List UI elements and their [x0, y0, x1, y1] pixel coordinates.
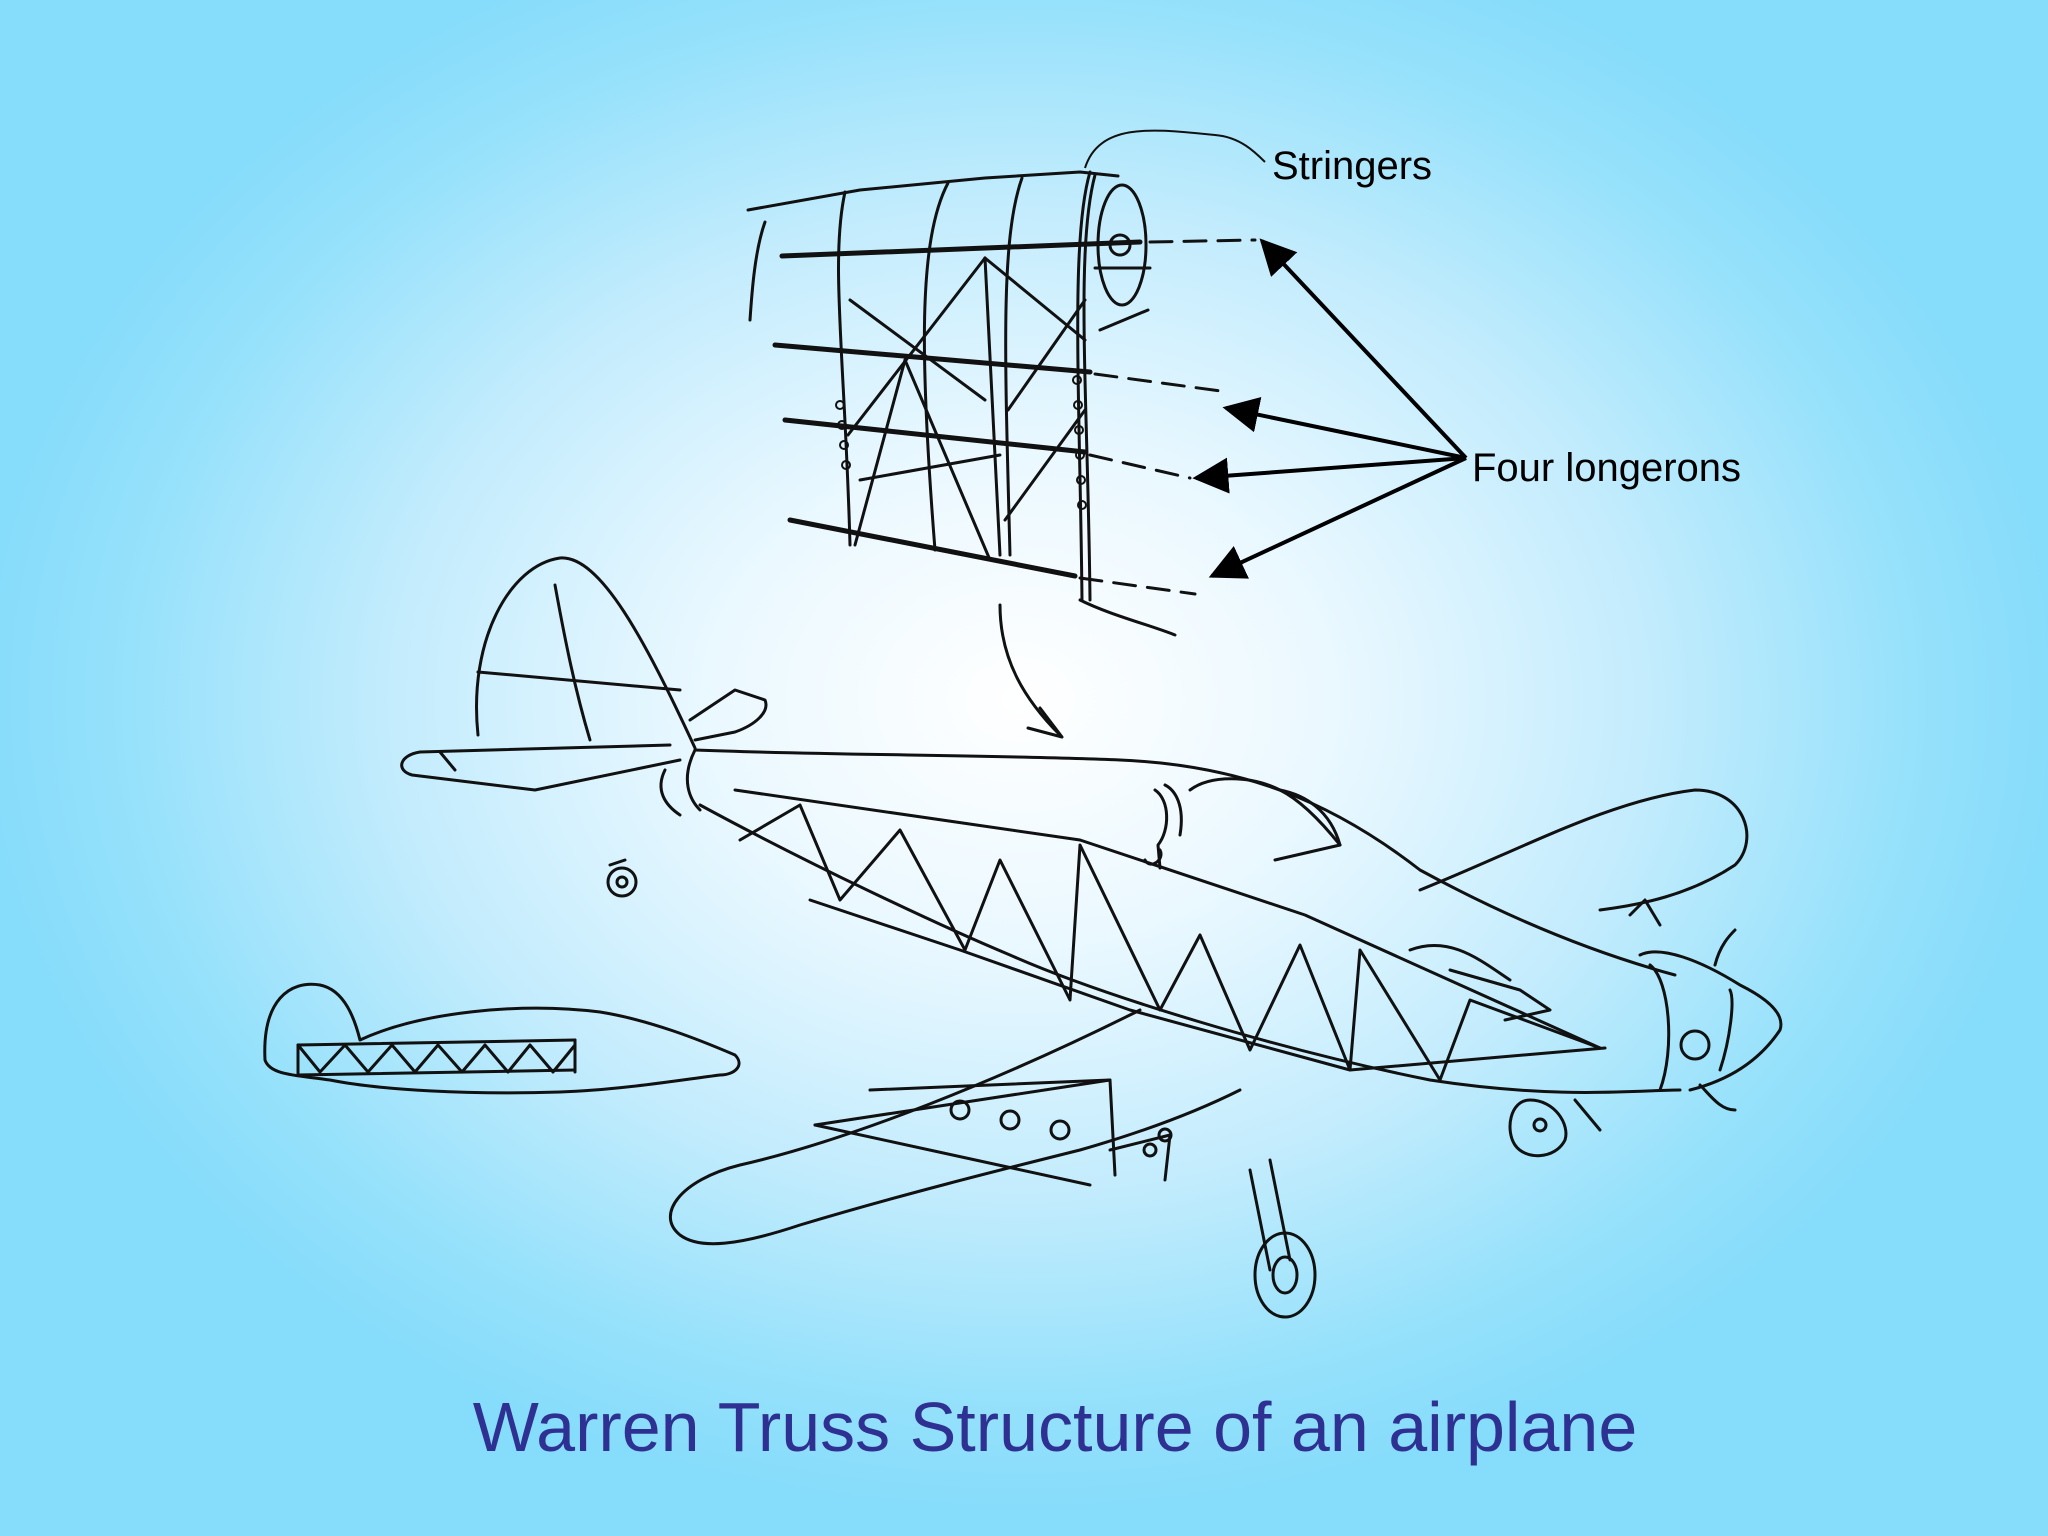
fuselage-section-detail — [746, 170, 1257, 739]
side-view-truss-plane — [263, 982, 741, 1095]
stringers-label: Stringers — [1272, 144, 1433, 188]
longerons-label: Four longerons — [1472, 446, 1742, 490]
airplane-drawing — [400, 556, 1783, 1319]
slide-title: Warren Truss Structure of an airplane — [472, 1388, 1638, 1466]
stringers-leader — [1084, 129, 1266, 169]
longeron-arrows — [1192, 238, 1468, 579]
